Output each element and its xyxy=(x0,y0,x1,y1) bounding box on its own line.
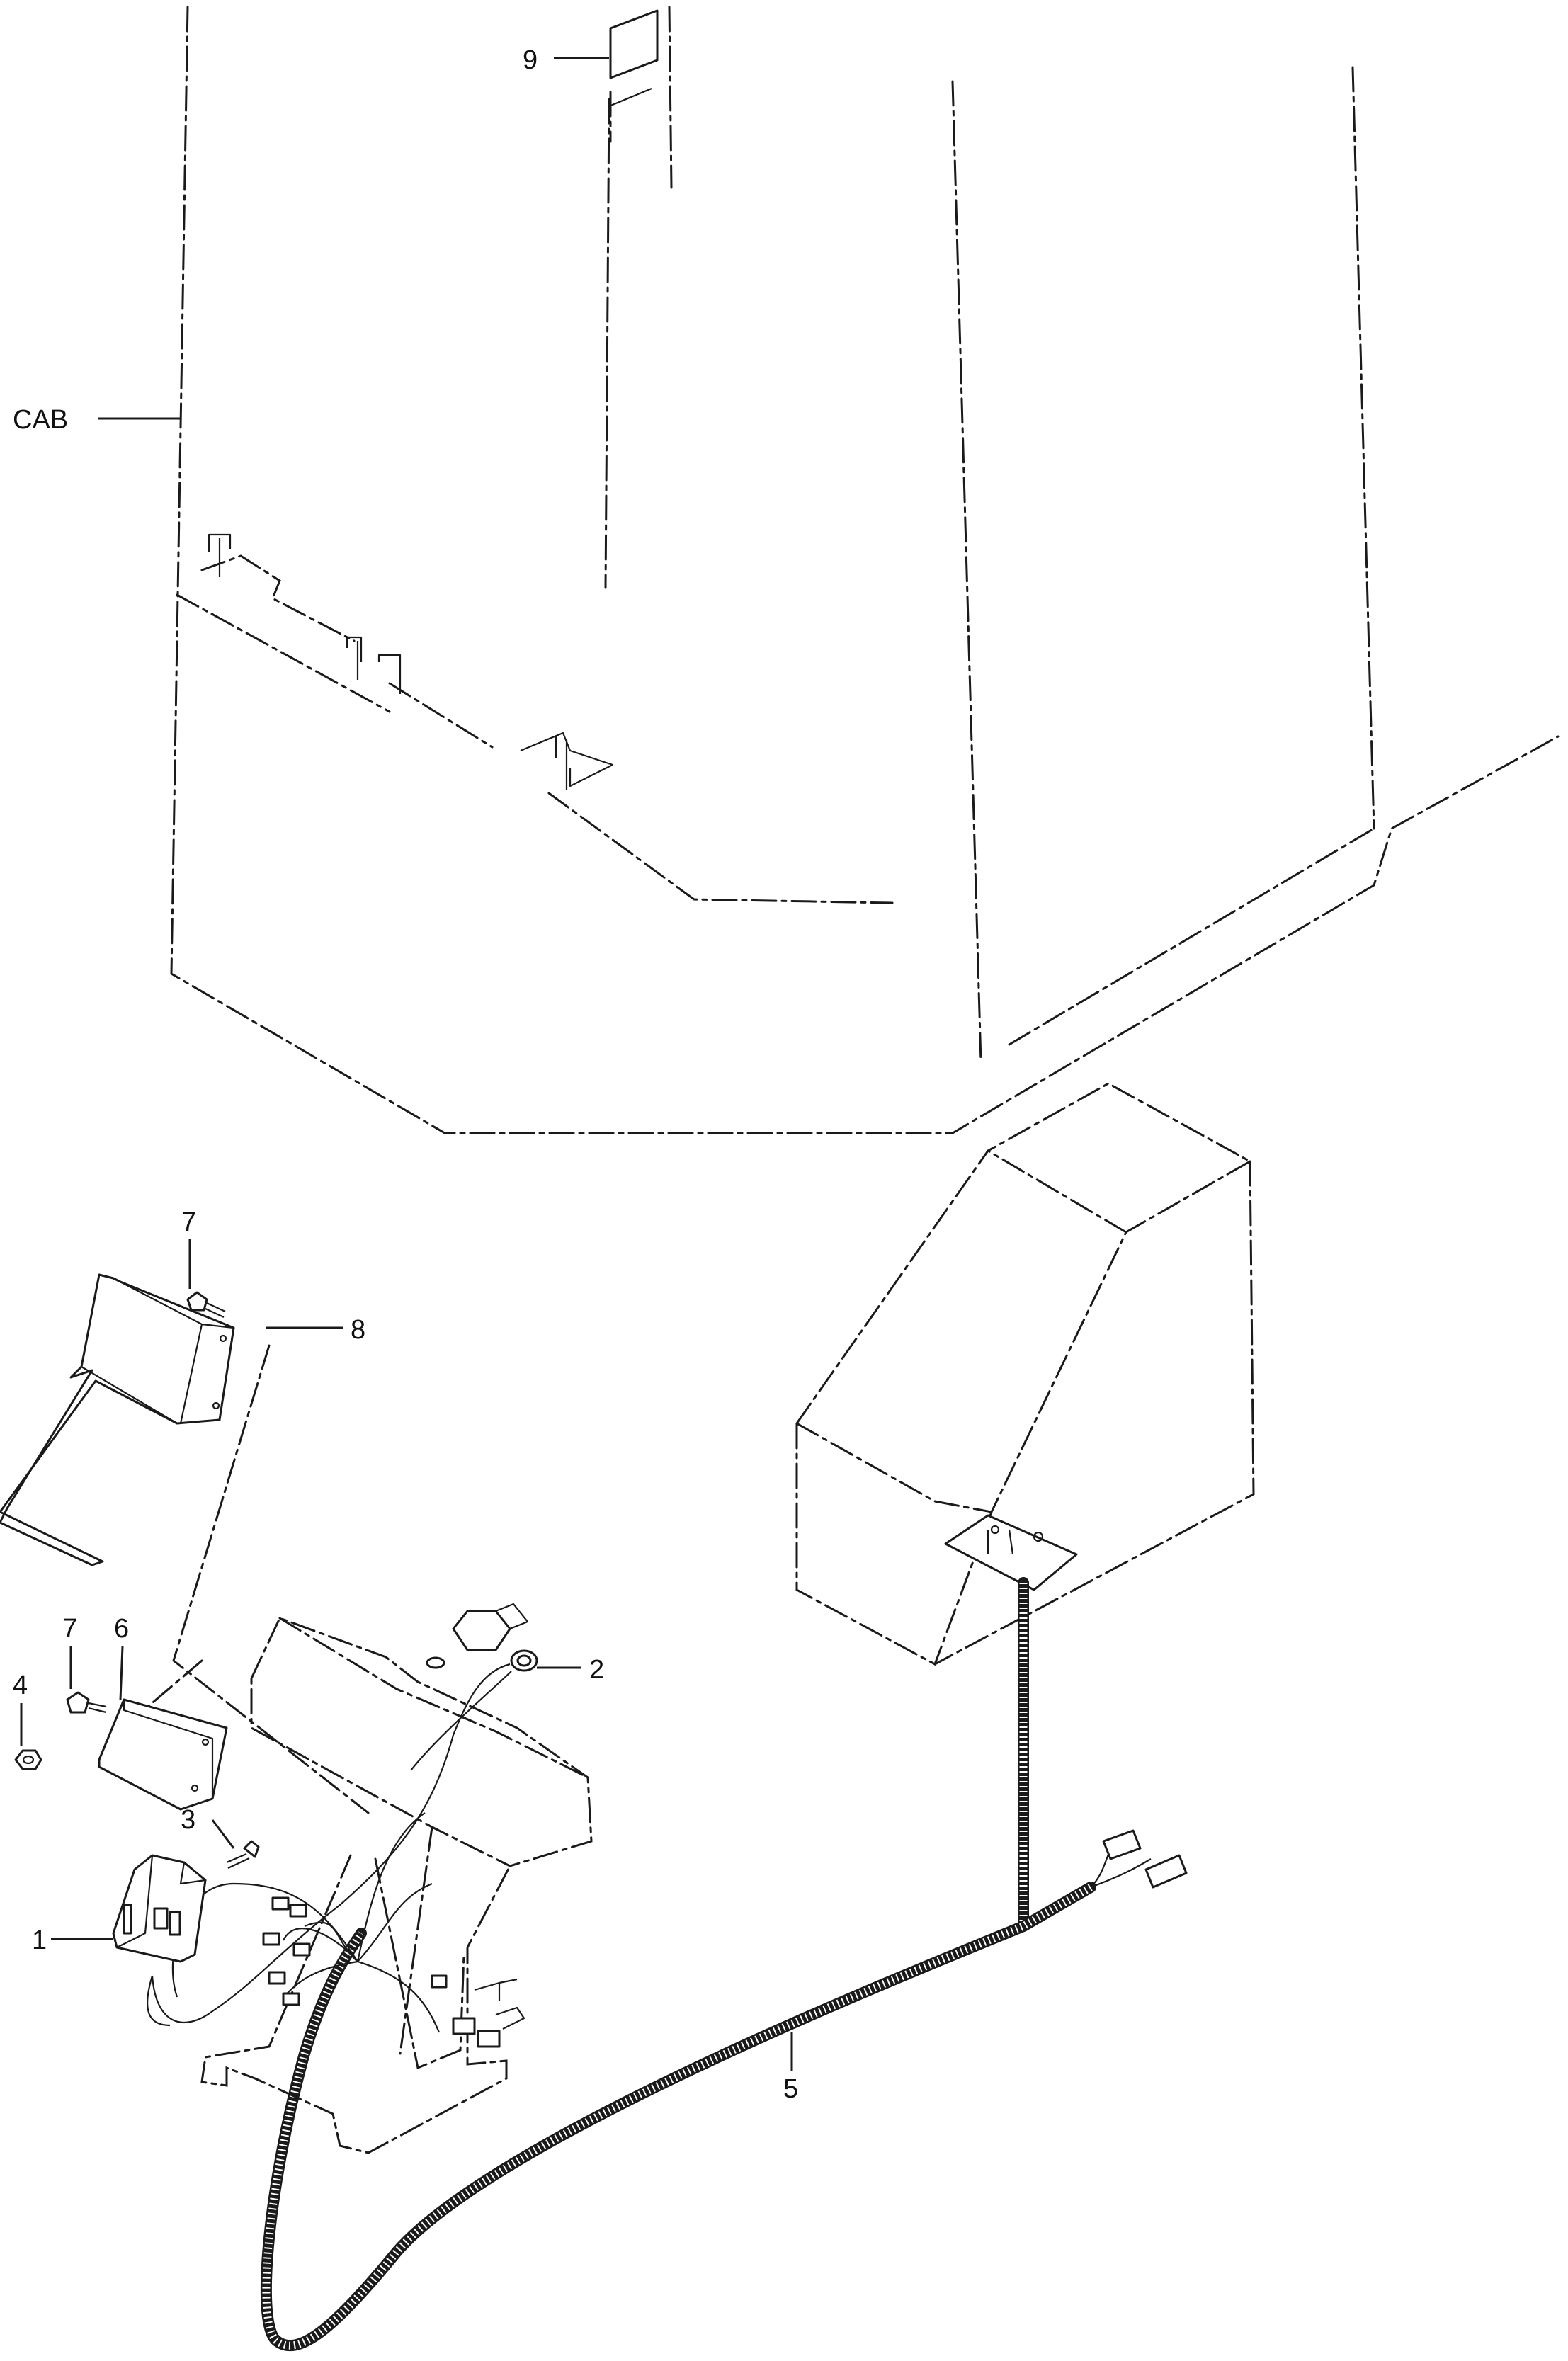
callout-2: 2 xyxy=(589,1655,604,1685)
callout-9: 9 xyxy=(523,45,538,75)
decal-part-9 xyxy=(608,9,659,143)
callout-1: 1 xyxy=(32,1925,47,1955)
module-part-1 xyxy=(112,1854,207,1963)
console-box xyxy=(795,1082,1255,1666)
nut-part-4 xyxy=(14,1749,42,1770)
wiring-harness-part-5 xyxy=(260,1577,1188,2352)
callout-7-upper: 7 xyxy=(181,1207,196,1237)
ledge-brackets xyxy=(208,533,614,790)
cab-outline xyxy=(170,6,1560,1134)
bracket-part-6 xyxy=(98,1698,228,1811)
bolt-part-3 xyxy=(226,1840,260,1869)
callout-6: 6 xyxy=(114,1614,129,1644)
leader-lines xyxy=(20,57,793,2071)
callout-7-lower: 7 xyxy=(62,1614,77,1644)
bolt-part-7-upper xyxy=(186,1291,226,1318)
callout-4: 4 xyxy=(13,1671,28,1700)
callout-cab: CAB xyxy=(13,405,68,435)
callout-5: 5 xyxy=(783,2074,798,2104)
callout-8: 8 xyxy=(351,1315,365,1345)
callout-3: 3 xyxy=(181,1805,195,1835)
switch-part-2 xyxy=(410,1603,538,1771)
bolt-part-7-lower xyxy=(66,1691,107,1714)
harness-connectors xyxy=(262,1896,525,2048)
shield-part-8 xyxy=(0,1273,235,1566)
